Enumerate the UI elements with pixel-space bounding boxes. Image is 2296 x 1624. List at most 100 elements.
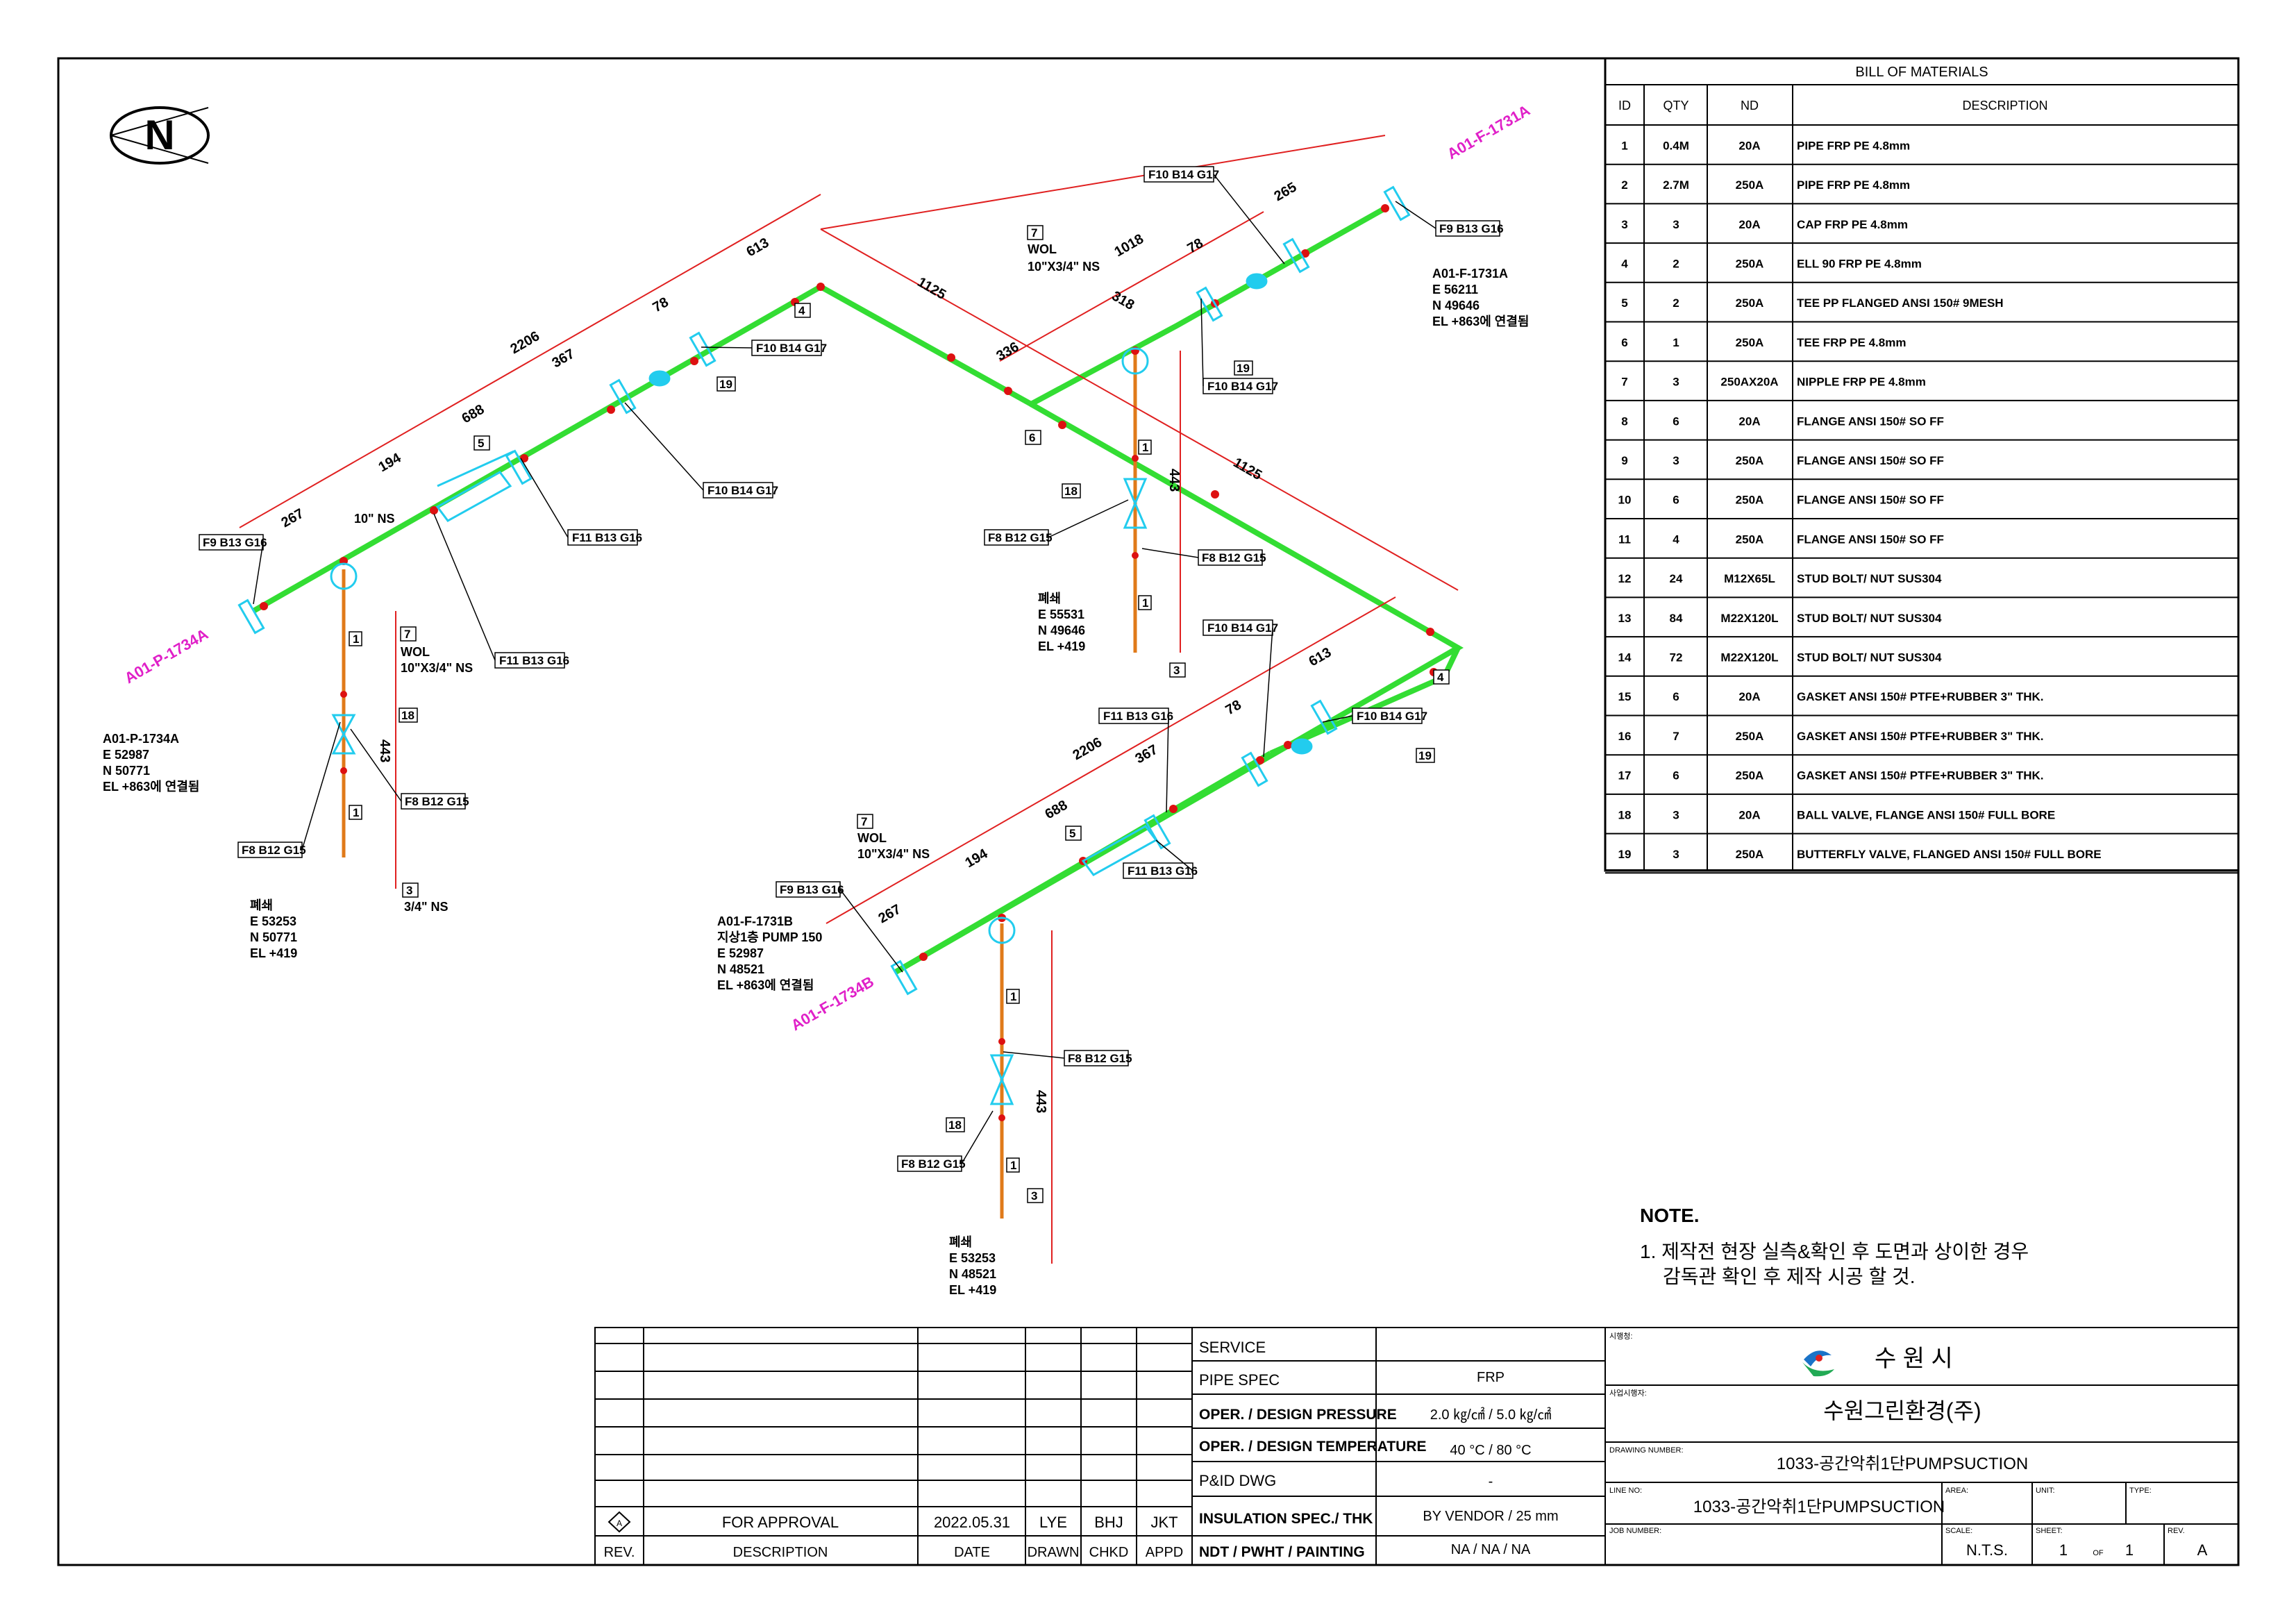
bom-cell-qty: 24 <box>1670 572 1683 585</box>
note-line-2: 감독관 확인 후 제작 시공 할 것. <box>1663 1266 1916 1287</box>
bom-cell-id: 7 <box>1621 376 1627 389</box>
info-b-1: A01-F-1731B <box>717 914 793 928</box>
svg-text:7: 7 <box>1031 226 1037 240</box>
rev-chkd: BHJ <box>1094 1514 1123 1531</box>
svg-text:1: 1 <box>1142 441 1148 454</box>
svg-text:F8 B12 G15: F8 B12 G15 <box>405 795 469 808</box>
bom-cell-qty: 3 <box>1673 808 1679 821</box>
rev-marker: A <box>617 1518 622 1528</box>
wol-size-1: 10"X3/4" NS <box>1028 260 1100 274</box>
ball-valve-1 <box>331 714 356 755</box>
bom-cell-description: CAP FRP PE 4.8mm <box>1797 218 1908 231</box>
rev-date: 2022.05.31 <box>934 1514 1010 1531</box>
info-a-3: N 49646 <box>1432 299 1480 312</box>
bom-cell-qty: 6 <box>1673 690 1679 703</box>
bom-cell-nd: M22X120L <box>1720 612 1778 625</box>
bom-cell-nd: 250A <box>1736 730 1764 743</box>
bom-header-qty: QTY <box>1663 99 1689 112</box>
bom-cell-id: 16 <box>1618 730 1632 743</box>
info-notes: WOL 10"X3/4" NS WOL 10"X3/4" NS WOL 10"X… <box>103 242 1529 1297</box>
rev-header-rev: REV. <box>604 1545 635 1560</box>
svg-text:18: 18 <box>1064 485 1078 498</box>
bom-cell-qty: 0.4M <box>1663 139 1689 152</box>
dim-443-bottom: 443 <box>1033 1090 1048 1113</box>
spec-label-ndt: NDT / PWHT / PAINTING <box>1199 1544 1365 1560</box>
flange-tag: F11 B13 G16 <box>494 652 569 669</box>
info-p-2: E 52987 <box>103 748 149 762</box>
type-label: TYPE: <box>2129 1487 2152 1495</box>
bom-table: BILL OF MATERIALS ID QTY ND DESCRIPTION … <box>1604 57 2240 874</box>
info-b-5: EL +863에 연결됨 <box>717 978 814 992</box>
flange-tag: F9 B13 G16 <box>776 881 844 898</box>
spec-value-ndt: NA / NA / NA <box>1451 1542 1531 1557</box>
drain-1-3: N 49646 <box>1038 623 1085 637</box>
bom-cell-description: PIPE FRP PE 4.8mm <box>1797 178 1910 192</box>
info-p-3: N 50771 <box>103 764 150 778</box>
flange-tag: F10 B14 G17 <box>1203 378 1278 394</box>
svg-text:7: 7 <box>861 815 867 828</box>
svg-text:19: 19 <box>1237 362 1250 375</box>
callout-4: 4 <box>794 303 811 318</box>
drain-3-1: 폐쇄 <box>949 1235 972 1249</box>
scale-value: N.T.S. <box>1966 1541 2008 1559</box>
svg-text:F9 B13 G16: F9 B13 G16 <box>1439 222 1504 235</box>
bom-cell-id: 11 <box>1618 533 1631 546</box>
flange-fitting <box>1310 699 1338 735</box>
bom-cell-description: FLANGE ANSI 150# SO FF <box>1797 454 1944 467</box>
bom-cell-qty: 1 <box>1673 336 1679 349</box>
callout-18: 18 <box>1062 483 1081 499</box>
bom-cell-id: 3 <box>1621 218 1627 231</box>
svg-text:4: 4 <box>1437 671 1444 684</box>
flange-tag: F11 B13 G16 <box>1098 708 1173 724</box>
bom-cell-nd: 250A <box>1736 494 1764 507</box>
rev-header-desc: DESCRIPTION <box>733 1545 828 1560</box>
wol-label-1: WOL <box>1028 242 1057 256</box>
svg-text:6: 6 <box>1029 431 1035 444</box>
flange-fitting <box>1196 286 1223 322</box>
bom-cell-qty: 3 <box>1673 454 1679 467</box>
callout-19: 19 <box>1234 360 1253 376</box>
job-number-label: JOB NUMBER: <box>1609 1527 1661 1535</box>
flange-tag: F10 B14 G17 <box>751 340 827 356</box>
info-a-4: EL +863에 연결됨 <box>1432 315 1529 328</box>
flange-tag: F10 B14 G17 <box>1203 619 1278 636</box>
title-block <box>1604 1327 2239 1566</box>
wol-tee-2 <box>1121 347 1149 375</box>
sheet-total: 1 <box>2125 1541 2134 1559</box>
callout-5: 5 <box>474 435 490 451</box>
ball-valve-3 <box>989 1054 1014 1105</box>
client-name: 수 원 시 <box>1875 1346 1953 1372</box>
callout-18: 18 <box>946 1117 965 1132</box>
wol-size-3: 10"X3/4" NS <box>857 847 930 861</box>
flange-tag: F9 B13 G16 <box>199 534 267 551</box>
svg-text:F10 B14 G17: F10 B14 G17 <box>1148 168 1219 181</box>
bom-cell-id: 14 <box>1618 651 1632 664</box>
unit-label: UNIT: <box>2036 1487 2055 1495</box>
area-label: AREA: <box>1945 1487 1968 1495</box>
ball-valve-2 <box>1123 478 1148 529</box>
spec-label-temp: OPER. / DESIGN TEMPERATURE <box>1199 1439 1426 1455</box>
spec-value-insulation: BY VENDOR / 25 mm <box>1423 1509 1558 1524</box>
flange-fitting <box>1241 751 1268 787</box>
callout-3: 3 <box>402 882 419 898</box>
info-b-4: N 48521 <box>717 962 764 976</box>
bom-header-row: ID QTY ND DESCRIPTION <box>1618 99 2048 112</box>
leader-lines <box>253 174 1436 1164</box>
bom-cell-description: PIPE FRP PE 4.8mm <box>1797 139 1910 152</box>
flange-tag: F8 B12 G15 <box>401 793 469 810</box>
bom-header-desc: DESCRIPTION <box>1962 99 2047 112</box>
bom-cell-description: ELL 90 FRP PE 4.8mm <box>1797 257 1922 270</box>
spec-value-pid: - <box>1489 1474 1493 1489</box>
svg-text:F10 B14 G17: F10 B14 G17 <box>1357 710 1427 723</box>
bom-cell-description: GASKET ANSI 150# PTFE+RUBBER 3" THK. <box>1797 730 2044 743</box>
notes-section: NOTE. 1. 제작전 현장 실측&확인 후 도면과 상이한 경우 감독관 확… <box>1640 1205 2029 1287</box>
drain-2-4: EL +419 <box>250 946 297 960</box>
bom-header-nd: ND <box>1741 99 1759 112</box>
bom-cell-description: STUD BOLT/ NUT SUS304 <box>1797 572 1942 585</box>
flange-tag: F10 B14 G17 <box>703 482 778 499</box>
flange-tag: F8 B12 G15 <box>897 1155 966 1172</box>
wol-label-2: WOL <box>401 645 430 659</box>
svg-text:F11 B13 G16: F11 B13 G16 <box>1128 864 1198 878</box>
bom-cell-id: 13 <box>1618 612 1632 625</box>
